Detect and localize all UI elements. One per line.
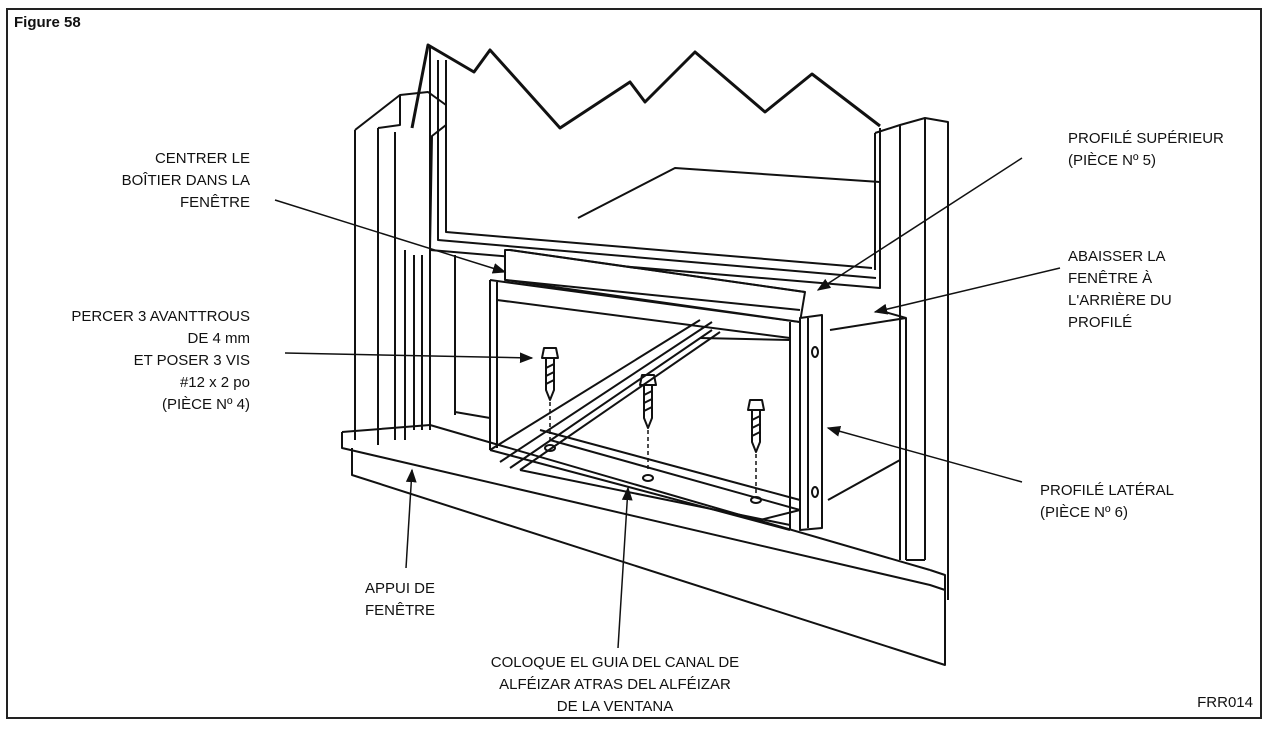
callout-window-sill: APPUI DE FENÊTRE	[364, 580, 436, 619]
leader-side-profile	[826, 426, 1023, 483]
callout-side-profile: PROFILÉ LATÉRAL (PIÈCE Nº 6)	[1040, 482, 1174, 521]
window-sill	[341, 432, 946, 600]
callout-drill-holes: PERCER 3 AVANTTROUS DE 4 mm ET POSER 3 V…	[71, 308, 250, 413]
window-sash-frame	[429, 45, 881, 289]
callout-lower-window: ABAISSER LA FENÊTRE À L'ARRIÈRE DU PROFI…	[1068, 248, 1172, 331]
leader-window-sill	[405, 468, 417, 569]
leader-top-profile	[816, 157, 1023, 291]
leader-drill-holes	[284, 352, 534, 364]
figure-title: Figure 58	[14, 14, 81, 31]
leader-sill-channel	[617, 486, 633, 649]
callout-center-box: CENTRER LE BOÎTIER DANS LA FENÊTRE	[121, 150, 250, 211]
leader-lower-window	[873, 267, 1061, 315]
figure-code: FRR014	[1197, 694, 1253, 711]
window-sash-torn-edge	[410, 43, 881, 130]
left-window-jamb	[354, 91, 447, 430]
top-profile-part5	[504, 249, 806, 323]
side-profile-part6	[799, 314, 823, 531]
leader-center-box	[274, 199, 507, 274]
callout-sill-channel: COLOQUE EL GUIA DEL CANAL DE ALFÉIZAR AT…	[490, 654, 740, 715]
callout-top-profile: PROFILÉ SUPÉRIEUR (PIÈCE Nº 5)	[1068, 130, 1224, 169]
right-window-jamb	[874, 117, 949, 600]
sill-channel-rail	[489, 319, 701, 451]
screw-2	[639, 374, 657, 482]
figure-frame	[6, 8, 1262, 719]
screw-1	[541, 347, 559, 452]
window-opening-back	[577, 167, 881, 219]
screw-3	[747, 399, 765, 504]
